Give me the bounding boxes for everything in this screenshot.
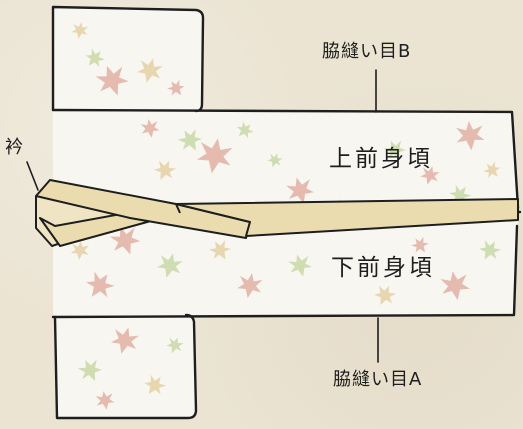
leader-lines xyxy=(26,69,379,363)
collar-label: 衿 xyxy=(5,137,24,158)
collar-seam xyxy=(175,203,181,214)
collar-extension xyxy=(175,198,519,237)
collar xyxy=(35,179,519,247)
lower-sleeve-outline xyxy=(53,313,198,420)
lower-sleeve xyxy=(55,313,196,418)
upper-front-panel-label: 上前身頃 xyxy=(329,146,433,172)
lower-front-panel-label: 下前身頃 xyxy=(331,255,435,281)
side-seam-b-label: 脇縫い目B xyxy=(322,41,412,62)
body-outline xyxy=(51,108,520,319)
upper-sleeve xyxy=(53,7,203,111)
side-seam-a-label: 脇縫い目A xyxy=(333,369,423,390)
collar-leader xyxy=(26,161,39,191)
